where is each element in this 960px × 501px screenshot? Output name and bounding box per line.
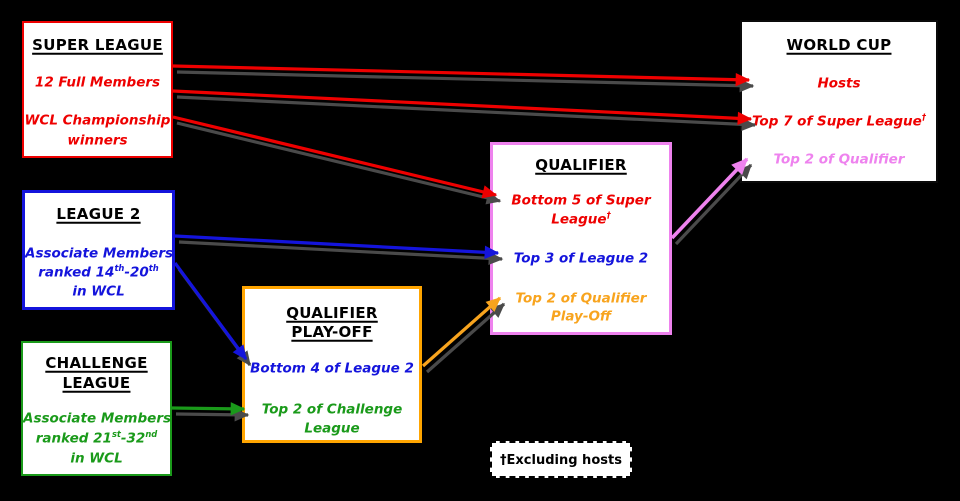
world-cup-item-hosts: Hosts: [817, 75, 861, 92]
arrow-league2-to-playoff-bottom4: [173, 262, 252, 367]
legend-excluding-hosts: †Excluding hosts: [500, 452, 622, 468]
super-league-item-wcl-winners-line1: WCL Championship: [24, 112, 171, 129]
world-cup-item-top7: Top 7 of Super League†: [751, 112, 927, 130]
qualifier-item-top2-qpo-line1: Top 2 of Qualifier: [515, 290, 647, 307]
qualifier-item-top2-qpo-line2: Play-Off: [550, 308, 612, 325]
super-league-box: SUPER LEAGUE 12 Full Members WCL Champio…: [22, 21, 173, 158]
dagger-note-mark: †: [921, 112, 927, 123]
qualifier-playoff-title-line2: PLAY-OFF: [291, 322, 373, 341]
arrow-challenge-to-playoff-top2: [171, 402, 250, 422]
league2-item-line1: Associate Members: [25, 245, 174, 262]
super-league-title: SUPER LEAGUE: [32, 35, 163, 54]
qualifier-item-bottom5-line2: League†: [551, 210, 611, 228]
qualifier-playoff-item-top2-line2: League: [304, 420, 360, 437]
challenge-league-item-line3: in WCL: [70, 450, 123, 467]
super-league-item-wcl-winners-line2: winners: [67, 132, 128, 149]
qualifier-item-bottom5-line1: Bottom 5 of Super: [511, 192, 651, 209]
qualifier-playoff-title-line1: QUALIFIER: [286, 303, 378, 322]
challenge-league-title-line1: CHALLENGE: [45, 353, 148, 372]
legend-box: †Excluding hosts: [490, 441, 632, 478]
challenge-league-item-line1: Associate Members: [23, 410, 172, 427]
league2-box: LEAGUE 2 Associate Members ranked 14th-2…: [22, 190, 175, 310]
league2-item-line2: ranked 14th-20th: [38, 263, 159, 281]
league2-item-line3: in WCL: [72, 283, 125, 300]
world-cup-box: WORLD CUP Hosts Top 7 of Super League† T…: [740, 20, 938, 183]
league2-title: LEAGUE 2: [56, 204, 141, 223]
qualifier-box: QUALIFIER Bottom 5 of Super League† Top …: [490, 142, 672, 335]
qualifier-playoff-box: QUALIFIER PLAY-OFF Bottom 4 of League 2 …: [242, 286, 422, 443]
qualifier-item-top3-league2: Top 3 of League 2: [513, 250, 649, 267]
arrow-superleague-to-worldcup-top7: [172, 89, 757, 132]
qualifier-playoff-item-bottom4: Bottom 4 of League 2: [250, 360, 414, 377]
challenge-league-title-line2: LEAGUE: [62, 373, 131, 392]
super-league-item-full-members: 12 Full Members: [34, 74, 161, 91]
world-cup-title: WORLD CUP: [786, 35, 892, 54]
world-cup-item-top2-qualifier: Top 2 of Qualifier: [773, 151, 905, 168]
arrow-superleague-to-worldcup-hosts: [172, 64, 755, 93]
challenge-league-item-line2: ranked 21st-32nd: [35, 429, 158, 447]
challenge-league-box: CHALLENGE LEAGUE Associate Members ranke…: [21, 341, 172, 476]
arrow-superleague-to-qualifier-bottom5: [172, 115, 502, 205]
arrow-league2-to-qualifier-top3: [174, 234, 504, 265]
dagger-note-mark: †: [606, 210, 611, 221]
qualifier-title: QUALIFIER: [535, 155, 627, 174]
qualifier-playoff-item-top2-line1: Top 2 of Challenge: [261, 401, 403, 418]
